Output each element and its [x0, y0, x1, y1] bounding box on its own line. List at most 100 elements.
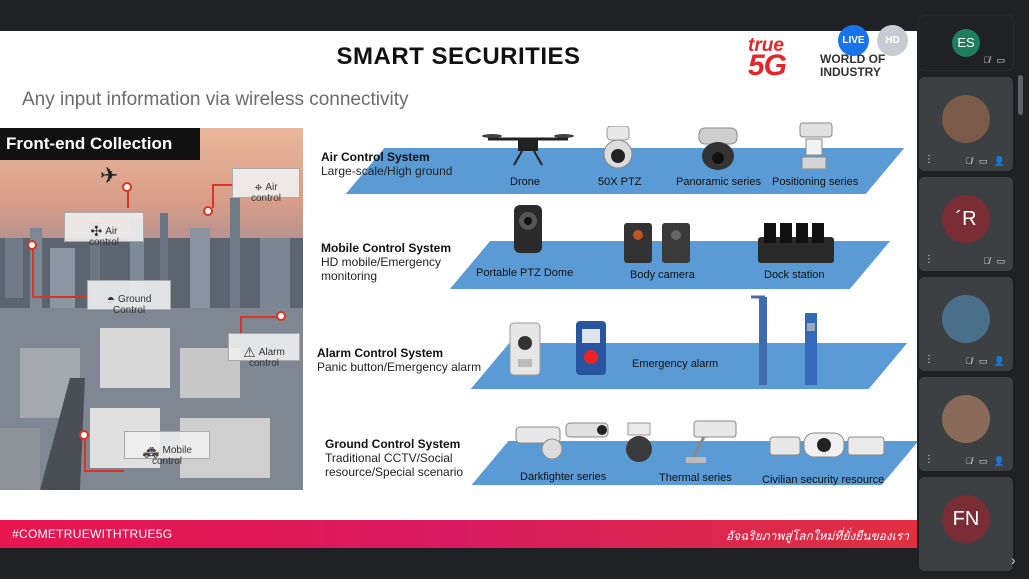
- participant-avatar: FN: [942, 495, 990, 544]
- more-options-icon[interactable]: ⋮: [924, 354, 934, 365]
- ground-control-callout: ◓Ground Control: [87, 280, 171, 316]
- slide-title: SMART SECURITIES: [336, 43, 581, 70]
- portable-ptz-device-icon: [514, 205, 542, 253]
- dome-camera-device-icon: [626, 422, 652, 462]
- participant-tile[interactable]: FN: [918, 476, 1014, 572]
- slide-subtitle: Any input information via wireless conne…: [22, 89, 409, 110]
- participant-avatar: [942, 395, 990, 444]
- connector-line: [240, 316, 242, 336]
- connector-line: [84, 470, 124, 472]
- more-options-icon[interactable]: ⋮: [924, 154, 934, 165]
- mic-muted-icon: 🎙̸ ▭: [983, 55, 1007, 65]
- car-icon: 🚓: [142, 442, 160, 458]
- mic-muted-icon: 🎙̸ ▭: [983, 256, 1007, 266]
- ptz-camera-device-icon: [603, 126, 633, 169]
- connector-line: [127, 186, 129, 208]
- brand-world-of: WORLD OF: [820, 52, 886, 66]
- body-camera-device-icon: [624, 223, 690, 263]
- air-control-callout: ✣Air control: [64, 212, 144, 248]
- thai-tagline: อัจฉริยภาพสู่โลกใหม่ที่ยั่งยืนของเรา: [725, 529, 909, 543]
- mic-muted-icon: 🎙̸ ▭ 👤: [965, 356, 1007, 366]
- alarm-row-title: Alarm Control System: [317, 346, 444, 360]
- drone-small-icon: ✣: [90, 223, 103, 239]
- portable-ptz-label: Portable PTZ Dome: [476, 267, 574, 279]
- air-camera-text: Air control: [250, 182, 281, 205]
- connector-dot: [122, 182, 132, 192]
- ground-control-text: Ground Control: [112, 294, 152, 317]
- air-row-desc: Large-scale/High ground: [321, 164, 453, 178]
- drone-label: Drone: [510, 176, 540, 188]
- emergency-pole-device-icon: [751, 295, 817, 385]
- air-control-text: Air control: [88, 226, 119, 249]
- brand-true-text: true: [748, 35, 784, 56]
- drone-icon: ✈: [100, 163, 119, 188]
- hashtag-bar: #COMETRUEWITHTRUE5G อัจฉริยภาพสู่โลกใหม่…: [0, 520, 917, 548]
- participants-scrollbar[interactable]: [1018, 75, 1023, 115]
- connector-dot: [203, 206, 213, 216]
- alarm-control-callout: ⚠Alarm control: [228, 333, 300, 369]
- true5g-logo: true 5G WORLD OF INDUSTRY: [740, 33, 900, 89]
- darkfighter-label: Darkfighter series: [520, 471, 607, 483]
- dock-station-label: Dock station: [764, 269, 825, 281]
- participant-avatar: ES: [952, 29, 980, 57]
- air-camera-callout: ⌖Air control: [232, 168, 300, 204]
- more-options-icon[interactable]: ⋮: [924, 254, 934, 265]
- participant-tile[interactable]: ES 🎙̸ ▭: [918, 15, 1014, 71]
- cctv-icon: ⌖: [254, 179, 263, 195]
- connector-line: [32, 296, 87, 298]
- connector-line: [32, 248, 34, 298]
- panoramic-label: Panoramic series: [676, 176, 761, 188]
- alarm-control-text: Alarm control: [248, 347, 285, 370]
- participant-tile[interactable]: ⋮ 🎙̸ ▭ 👤: [918, 76, 1014, 172]
- participant-avatar: ´R: [942, 195, 990, 244]
- participant-tile[interactable]: ⋮ 🎙̸ ▭ 👤: [918, 276, 1014, 372]
- body-camera-label: Body camera: [630, 269, 695, 281]
- participant-avatar: [942, 95, 990, 144]
- dome-camera-icon: ◓: [106, 291, 116, 307]
- thermal-label: Thermal series: [659, 472, 732, 484]
- positioning-camera-device-icon: [799, 122, 833, 170]
- connector-line: [212, 184, 214, 208]
- alarm-row-desc: Panic button/Emergency alarm: [317, 360, 482, 374]
- presentation-slide: SMART SECURITIES Any input information v…: [0, 31, 917, 548]
- alarm-icon: ⚠: [243, 344, 256, 360]
- darkfighter-camera-device-icon: [515, 422, 609, 460]
- chevron-right-icon[interactable]: ›: [1011, 552, 1016, 568]
- mic-muted-icon: 🎙̸ ▭ 👤: [965, 456, 1007, 466]
- connector-line: [84, 436, 86, 472]
- connector-line: [212, 184, 234, 186]
- mobile-row-title: Mobile Control System: [321, 241, 452, 255]
- hd-badge: HD: [877, 25, 908, 56]
- civilian-camera-device-icon: [769, 432, 885, 458]
- participant-tile[interactable]: ´R ⋮ 🎙̸ ▭: [918, 176, 1014, 272]
- panic-button-device-icon: [576, 321, 606, 375]
- mic-muted-icon: 🎙̸ ▭ 👤: [965, 156, 1007, 166]
- connector-dot: [79, 430, 89, 440]
- thermal-camera-device-icon: [686, 420, 737, 463]
- more-options-icon[interactable]: ⋮: [924, 454, 934, 465]
- participant-tile[interactable]: ⋮ 🎙̸ ▭ 👤: [918, 376, 1014, 472]
- civilian-label: Civilian security resource: [762, 474, 885, 486]
- connector-line: [240, 316, 280, 318]
- mobile-control-callout: 🚓Mobile control: [124, 431, 210, 467]
- ground-row-desc: Traditional CCTV/Social resource/Special…: [325, 451, 464, 479]
- connector-dot: [276, 311, 286, 321]
- participant-avatar: [942, 295, 990, 344]
- panoramic-camera-device-icon: [698, 127, 738, 170]
- drone-device-icon: [482, 134, 574, 166]
- front-end-collection-label: Front-end Collection: [0, 128, 200, 160]
- live-badge: LIVE: [838, 25, 869, 56]
- positioning-label: Positioning series: [772, 176, 859, 188]
- city-image-panel: Front-end Collection ✈ ✣Air control ⌖Air…: [0, 128, 303, 490]
- air-row-title: Air Control System: [321, 150, 430, 164]
- ptz-label: 50X PTZ: [598, 176, 642, 188]
- hashtag-text: #COMETRUEWITHTRUE5G: [12, 527, 173, 541]
- ground-row-title: Ground Control System: [325, 437, 461, 451]
- dock-station-device-icon: [758, 223, 834, 263]
- mobile-row-desc: HD mobile/Emergency monitoring: [321, 255, 442, 283]
- emergency-alarm-label: Emergency alarm: [632, 358, 719, 370]
- brand-world-of-industry: WORLD OF INDUSTRY: [820, 53, 885, 79]
- brand-5g-text: 5G: [748, 49, 787, 82]
- brand-industry: INDUSTRY: [820, 65, 881, 79]
